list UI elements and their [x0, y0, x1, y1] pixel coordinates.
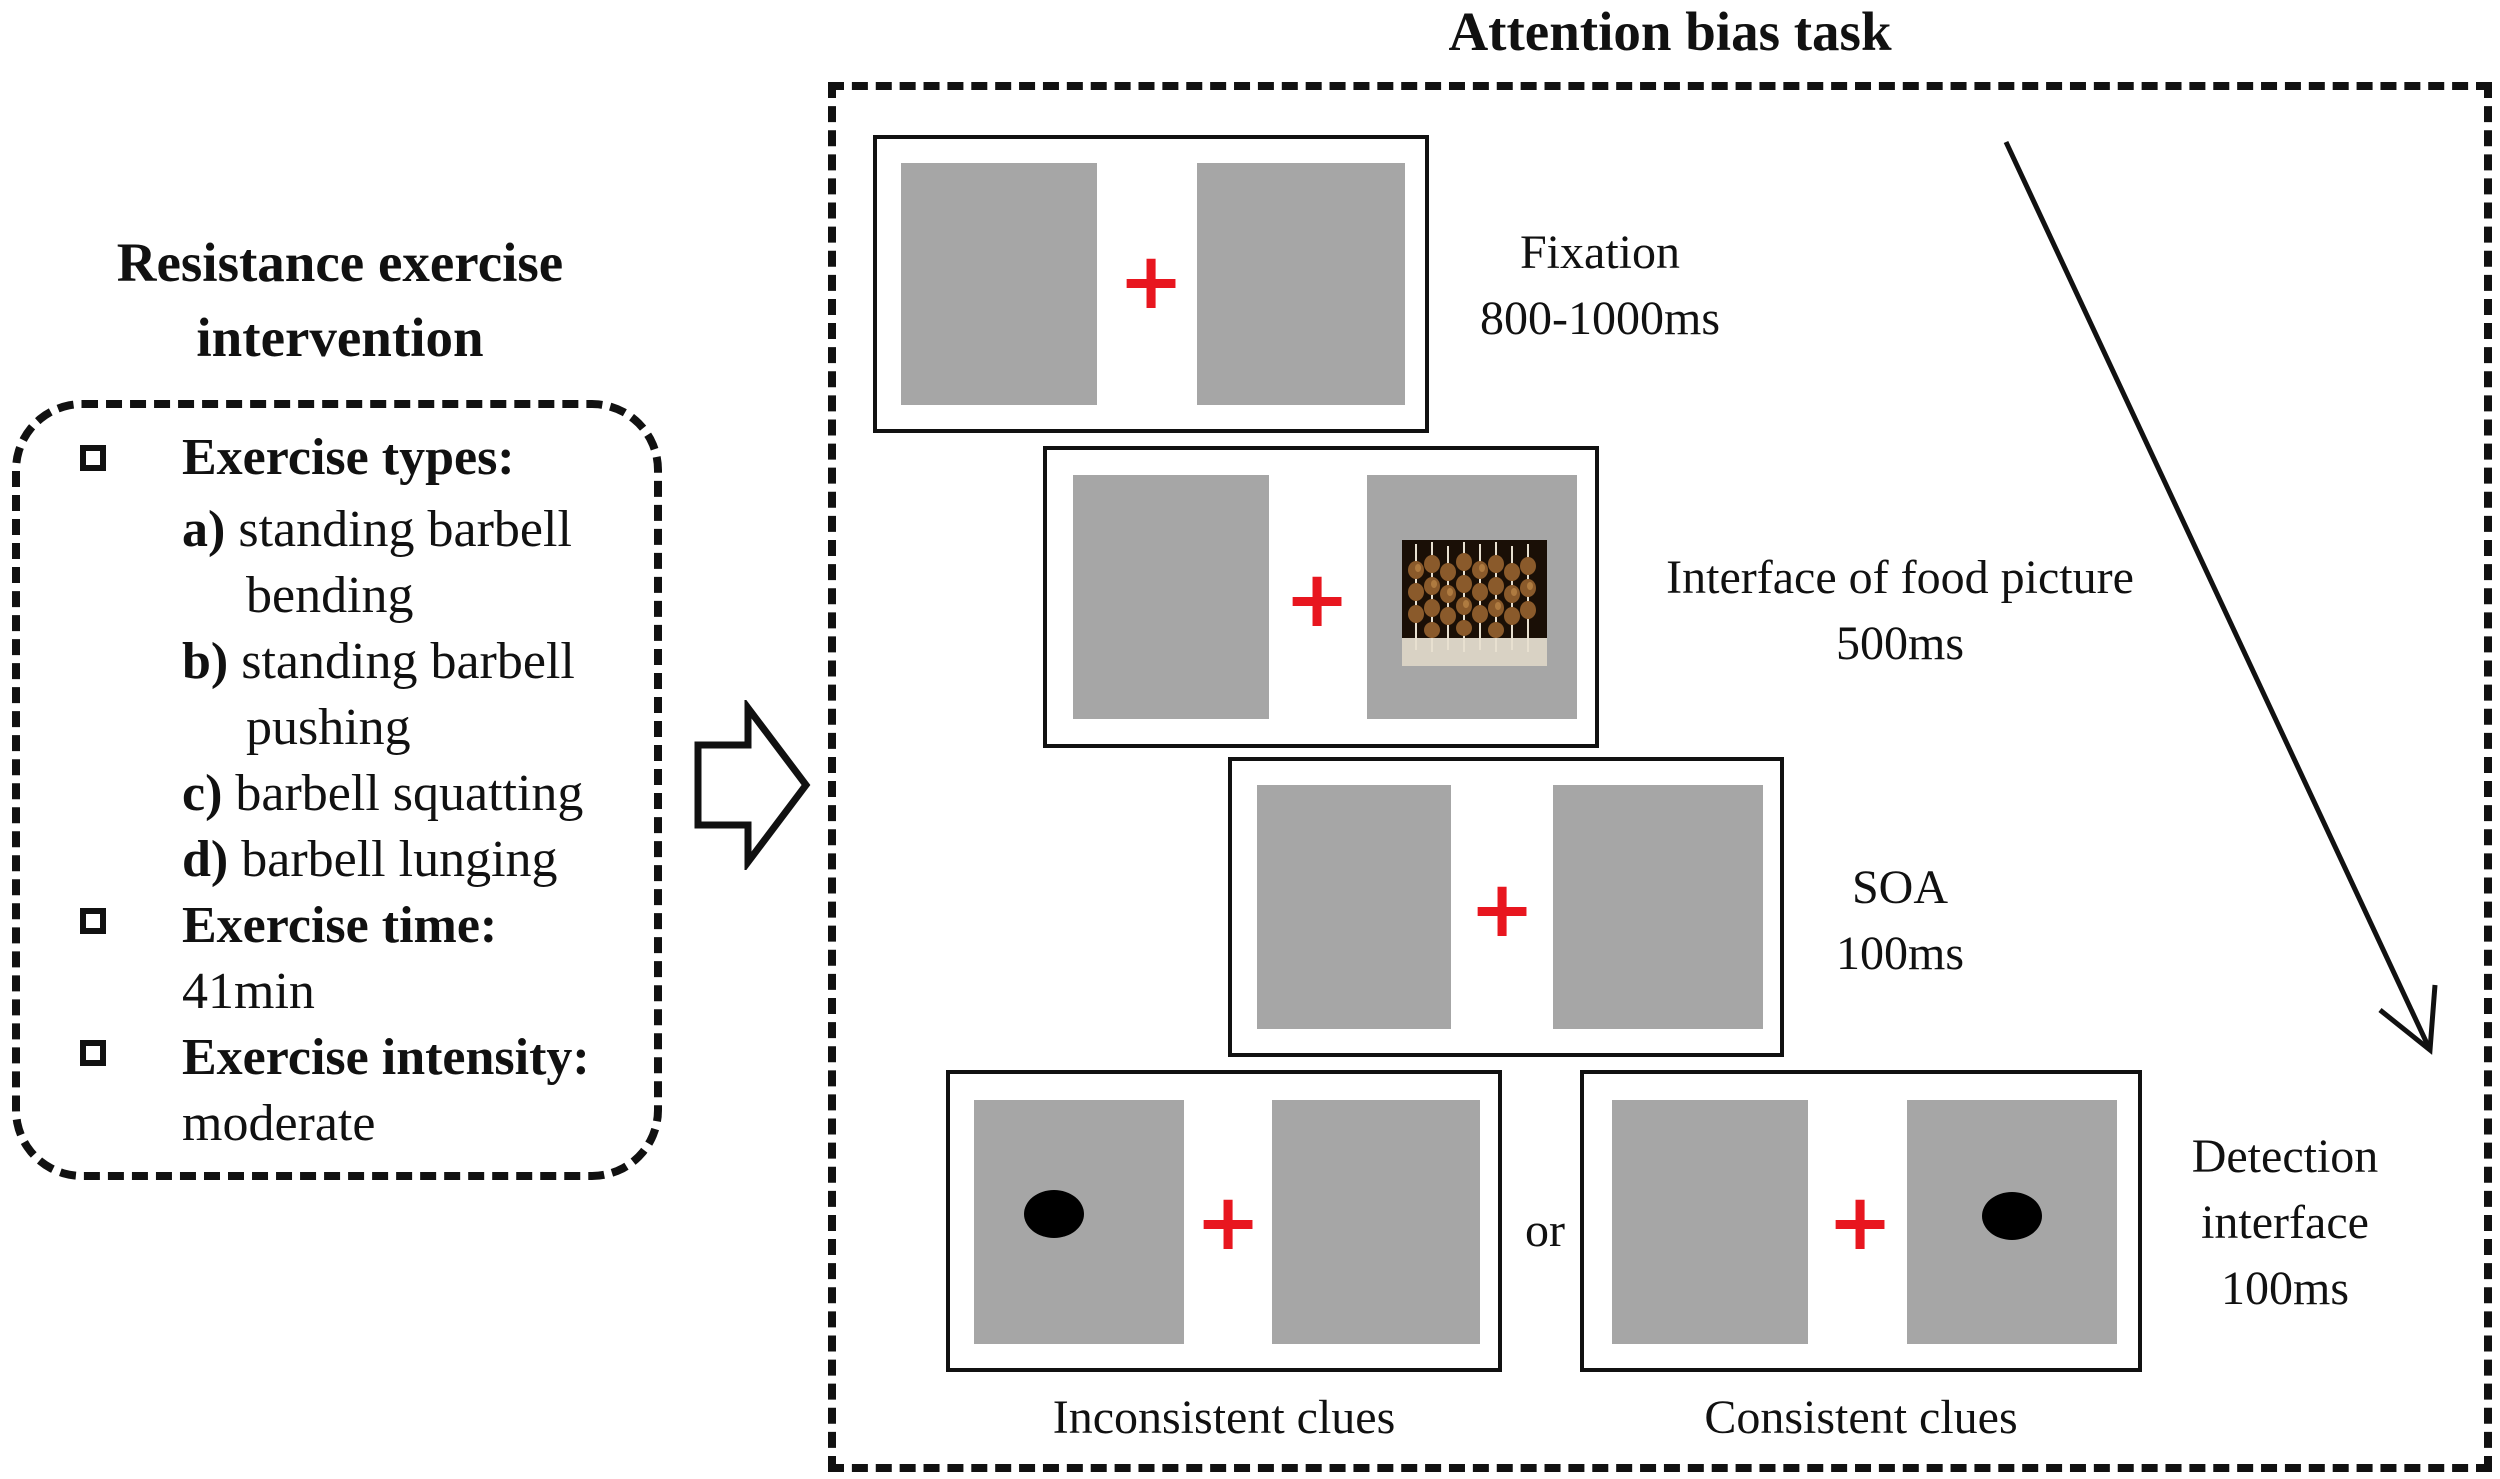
exercise-item-d: d) barbell lunging — [182, 827, 558, 893]
food-picture-screen: + — [1043, 446, 1599, 748]
exercise-item-b: b) standing barbell — [182, 629, 575, 695]
time-flow-arrow-icon — [2003, 140, 2438, 1055]
left-gray-panel — [901, 163, 1097, 405]
step-name: Fixation — [1519, 226, 1680, 279]
right-gray-panel — [1197, 163, 1405, 405]
plus-cross-icon: + — [1118, 237, 1184, 327]
task-box — [828, 82, 2492, 1472]
step-duration: 100ms — [2220, 1262, 2349, 1315]
consistent-clues-label: Consistent clues — [1704, 1391, 2018, 1444]
exercise-intensity-label: Exercise intensity: — [182, 1029, 590, 1086]
fixation-label: Fixation 800-1000ms — [1430, 220, 1770, 352]
right-gray-panel — [1553, 785, 1763, 1029]
plus-cross-icon: + — [1284, 555, 1350, 645]
item-text: standing barbell — [238, 501, 572, 558]
exercise-item-b-cont: pushing — [246, 699, 411, 756]
item-letter: b) — [182, 633, 229, 690]
hollow-right-arrow-icon — [694, 700, 811, 870]
exercise-item-a-cont: bending — [246, 567, 414, 624]
plus-cross-icon: + — [1195, 1178, 1261, 1268]
inconsistent-detection-screen: + — [946, 1070, 1502, 1372]
or-label: or — [1525, 1204, 1565, 1257]
intervention-title: Resistance exercise intervention — [40, 225, 640, 375]
exercise-item-a: a) standing barbell — [182, 497, 572, 563]
food-picture-image — [1402, 540, 1547, 666]
inconsistent-clues-label: Inconsistent clues — [1052, 1391, 1396, 1444]
checkbox-icon — [80, 445, 106, 471]
left-gray-panel — [1257, 785, 1451, 1029]
plus-cross-icon: + — [1469, 865, 1535, 955]
left-gray-panel — [1073, 475, 1269, 719]
item-text: barbell squatting — [235, 765, 584, 822]
intervention-box — [12, 400, 662, 1180]
black-dot-icon — [1982, 1192, 2042, 1240]
intervention-title-line2: intervention — [196, 307, 484, 368]
exercise-item-c: c) barbell squatting — [182, 761, 583, 827]
step-duration: 500ms — [1835, 617, 1964, 670]
fixation-screen: + — [873, 135, 1429, 433]
detection-label: Detection interface 100ms — [2140, 1124, 2430, 1322]
task-title: Attention bias task — [1448, 1, 1892, 62]
item-text: standing barbell — [241, 633, 575, 690]
checkbox-icon — [80, 1040, 106, 1066]
exercise-intensity-value: moderate — [182, 1095, 376, 1152]
step-name: SOA — [1851, 861, 1949, 914]
black-dot-icon — [1024, 1190, 1084, 1238]
right-gray-panel — [1272, 1100, 1480, 1344]
item-letter: d) — [182, 831, 229, 888]
left-gray-panel — [1612, 1100, 1808, 1344]
item-letter: a) — [182, 501, 226, 558]
plus-cross-icon: + — [1827, 1178, 1893, 1268]
soa-label: SOA 100ms — [1800, 855, 2000, 987]
exercise-time-value: 41min — [182, 963, 315, 1020]
step-duration: 100ms — [1835, 927, 1964, 980]
checkbox-icon — [80, 908, 106, 934]
exercise-time-label: Exercise time: — [182, 897, 498, 954]
item-letter: c) — [182, 765, 223, 822]
step-name: Interface of food picture — [1666, 551, 2134, 604]
food-picture-label: Interface of food picture 500ms — [1620, 545, 2180, 677]
soa-screen: + — [1228, 757, 1784, 1057]
step-name-line2: interface — [2201, 1196, 2369, 1249]
step-duration: 800-1000ms — [1480, 292, 1720, 345]
step-name-line1: Detection — [2191, 1130, 2379, 1183]
intervention-title-line1: Resistance exercise — [116, 232, 564, 293]
item-text: barbell lunging — [241, 831, 558, 888]
exercise-types-label: Exercise types: — [182, 429, 515, 486]
consistent-detection-screen: + — [1580, 1070, 2142, 1372]
